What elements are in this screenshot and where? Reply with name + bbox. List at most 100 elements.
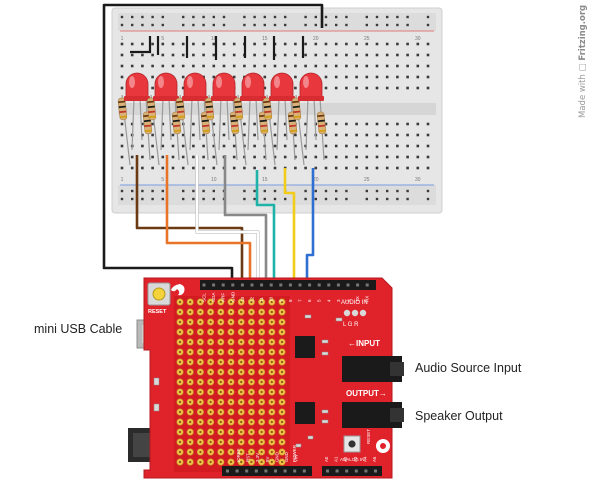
resistor <box>262 94 298 166</box>
resistor <box>291 94 327 166</box>
column-number: 15 <box>262 36 268 42</box>
wire-white-core <box>195 155 260 290</box>
digital-pin-label: 7 <box>298 299 303 302</box>
header-pin <box>293 469 297 473</box>
output-text: OUTPUT→ <box>346 389 387 398</box>
reset-text: RESET <box>148 309 167 315</box>
header-pin <box>283 469 287 473</box>
header-pin <box>356 283 360 287</box>
column-number: 30 <box>415 177 421 183</box>
ic-chip-bottom <box>295 402 315 424</box>
analog-pin-label: A1 <box>334 456 339 462</box>
column-number: 20 <box>313 177 319 183</box>
digital-pin-label: SCL <box>202 293 207 302</box>
analog-pin-label: A4 <box>362 456 367 462</box>
column-number: 25 <box>364 36 370 42</box>
digital-pin-label: 10 <box>269 296 274 302</box>
column-number: 30 <box>415 36 421 42</box>
column-number: 10 <box>211 36 217 42</box>
bottom-header-pins <box>226 469 377 473</box>
header-pin <box>326 469 329 473</box>
power-pin-label: GND <box>274 452 279 462</box>
header-pin <box>335 469 339 473</box>
smd-parts <box>153 314 343 448</box>
power-pin-label: GND <box>284 452 289 462</box>
power-pin-label: 5V <box>265 457 270 462</box>
analog-pin-label: A5 <box>372 456 377 462</box>
header-pin <box>221 283 225 287</box>
digital-pin-label: GND <box>230 291 235 302</box>
red-led <box>298 72 324 101</box>
header-pin <box>288 283 292 287</box>
header-pin <box>336 283 340 287</box>
column-number: 10 <box>211 177 217 183</box>
digital-pin-label: 11 <box>259 297 264 302</box>
proto-area-pads <box>176 298 286 466</box>
header-pin <box>212 283 216 287</box>
header-pin <box>364 469 368 473</box>
wire-orange <box>165 155 252 290</box>
breadboard-top-rail-holes <box>120 15 430 27</box>
analog-pin-label: A0 <box>324 456 329 462</box>
led-resistor-array <box>117 72 327 166</box>
analog-pin-label: A3 <box>353 456 358 462</box>
header-pin <box>365 283 369 287</box>
wire-gray <box>223 155 268 290</box>
resistor <box>233 94 269 166</box>
header-pin <box>317 283 321 287</box>
power-pin-label: 3.3V <box>255 453 260 462</box>
header-pin <box>345 469 349 473</box>
digital-pin-label: 3 <box>336 299 341 302</box>
header-pin <box>260 283 264 287</box>
header-pin <box>274 469 277 473</box>
header-pin <box>374 469 377 473</box>
wire-black-long <box>102 3 324 290</box>
header-pin <box>235 469 239 473</box>
fritzing-watermark: Made with □ Fritzing.org <box>578 5 588 118</box>
board-labels: RESET AUDIO IN L G R ←INPUT OUTPUT→ POWE… <box>148 300 387 462</box>
wire-yellow <box>283 168 296 290</box>
wire-teal <box>255 170 276 290</box>
analog-header-text: ANALOG IN <box>340 457 365 462</box>
header-pin <box>354 469 358 473</box>
wires <box>102 3 324 290</box>
header-pin <box>298 283 302 287</box>
watermark-brand: Fritzing.org <box>578 4 588 61</box>
column-number: 1 <box>121 36 124 42</box>
digital-pin-label: 12 <box>250 296 255 302</box>
input-text: ←INPUT <box>348 339 380 348</box>
header-pin <box>264 469 268 473</box>
wire-brown <box>135 155 244 290</box>
header-pin <box>327 283 331 287</box>
digital-pin-label: TX <box>355 296 360 302</box>
speaker-output-label: Speaker Output <box>415 409 503 423</box>
lgr-text: L G R <box>343 322 359 328</box>
digital-pin-label: RX <box>365 296 370 302</box>
mini-usb-label: mini USB Cable <box>34 322 123 336</box>
power-pin-label: VIN <box>294 455 299 462</box>
analog-pin-label: A2 <box>343 456 348 462</box>
header-pin <box>231 283 235 287</box>
header-pin <box>254 469 258 473</box>
digital-pin-label: SDA <box>211 292 216 302</box>
ic-chip-top <box>295 336 315 358</box>
digital-pin-label: 13 <box>240 296 245 302</box>
header-pin <box>346 283 350 287</box>
red-led <box>211 72 237 101</box>
header-pin <box>302 469 306 473</box>
header-pin <box>202 283 206 287</box>
header-pin <box>245 469 249 473</box>
reset-small-text: RESET <box>366 429 371 444</box>
audio-in-text: AUDIO IN <box>341 300 368 306</box>
audio-in-header <box>343 309 367 317</box>
shield-board <box>128 277 404 479</box>
digital-pin-label: ARF <box>221 293 226 302</box>
column-number: 5 <box>161 177 164 183</box>
digital-pin-label: 4 <box>326 299 331 302</box>
red-led <box>124 72 150 101</box>
red-led <box>240 72 266 101</box>
flame-logo <box>171 284 185 296</box>
header-pin <box>308 283 312 287</box>
